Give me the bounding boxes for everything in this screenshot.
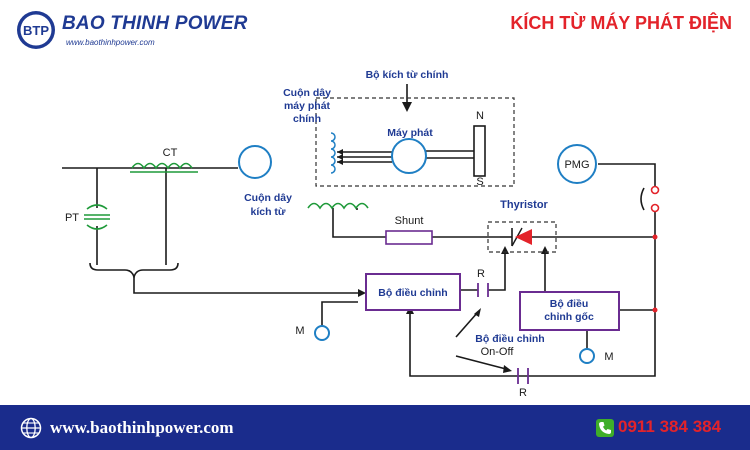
label-thyristor: Thyristor xyxy=(500,199,548,211)
page-title: KÍCH TỪ MÁY PHÁT ĐIỆN xyxy=(510,13,732,33)
label-onoff-2: On-Off xyxy=(481,346,515,358)
pt-coil-bottom xyxy=(86,224,108,230)
excitation-diagram: Bộ kích từ chính Cuộn dây máy phát chính… xyxy=(62,69,660,399)
sense-brace xyxy=(89,262,179,280)
label-m-right: M xyxy=(604,351,613,363)
ct-coil-path xyxy=(131,162,193,170)
label-shunt: Shunt xyxy=(395,215,424,227)
label-base-reg-1: Bộ điều xyxy=(550,298,589,310)
ct-coil xyxy=(130,162,198,173)
label-gen-coil-1: Cuộn dây xyxy=(283,87,331,99)
base-regulator-box xyxy=(519,291,620,331)
generator-shaft-lines xyxy=(337,150,474,163)
label-pmg: PMG xyxy=(564,159,589,171)
label-r-bottom: R xyxy=(519,387,527,399)
footer-phone[interactable]: 0911 384 384 xyxy=(618,417,722,436)
label-main-exciter: Bộ kích từ chính xyxy=(366,69,449,81)
label-field-coil-2: kích từ xyxy=(250,206,285,218)
diode-triangle xyxy=(515,229,532,245)
logo-url[interactable]: www.baothinhpower.com xyxy=(66,38,155,47)
logo-inner-circle xyxy=(20,14,52,46)
header: BTP BAO THINH POWER www.baothinhpower.co… xyxy=(0,0,750,62)
field-coil-left-wire xyxy=(332,208,386,238)
thyristor-symbol xyxy=(500,227,532,247)
phone-icon xyxy=(596,419,614,437)
wires xyxy=(62,163,656,377)
main-exciter-box xyxy=(315,97,515,187)
pmg-terminal-bottom xyxy=(650,203,660,213)
generator-stator-coil xyxy=(330,132,336,174)
junction-dots xyxy=(652,234,658,313)
onoff-arrow-head xyxy=(503,365,512,373)
switch-arm-top xyxy=(455,311,479,338)
label-n-pole: N xyxy=(476,110,484,122)
shaft-arrow-3 xyxy=(337,159,343,165)
stator-coil-path xyxy=(330,132,336,174)
switch-arrow-head xyxy=(474,308,481,317)
r-to-thyristor-wire xyxy=(488,252,506,291)
junction-diode xyxy=(652,234,658,240)
sense-to-regulator-wire xyxy=(133,277,358,294)
magnet-pole xyxy=(473,125,486,177)
base-thyristor-arrow-head xyxy=(541,246,549,254)
exciter-arrow-head xyxy=(402,102,412,112)
m-left-circle xyxy=(314,325,330,341)
shunt-resistor xyxy=(385,230,433,245)
generator-circle xyxy=(391,138,427,174)
pmg-top-wire xyxy=(598,163,656,186)
label-generator: Máy phát xyxy=(387,127,433,139)
onoff-arrow-shaft xyxy=(455,355,507,370)
logo-text: BAO THINH POWER xyxy=(62,13,248,34)
logo-badge: BTP xyxy=(23,23,49,38)
label-gen-coil-3: chính xyxy=(293,113,321,125)
m-left-wire xyxy=(321,301,358,327)
label-onoff-1: Bộ điều chỉnh xyxy=(475,333,544,345)
label-regulator: Bộ điều chỉnh xyxy=(378,287,447,299)
logo[interactable]: BTP xyxy=(14,10,214,50)
pmg-switch-bracket xyxy=(640,187,645,211)
label-field-coil-1: Cuộn dây xyxy=(244,192,292,204)
label-gen-coil-2: máy phát xyxy=(284,100,331,112)
globe-icon xyxy=(20,417,42,439)
sense-arrow-head xyxy=(358,289,366,297)
field-coil xyxy=(307,202,369,210)
footer: www.baothinhpower.com 0911 384 384 xyxy=(0,405,750,450)
regulator-box xyxy=(365,273,461,311)
bus-generator-circle xyxy=(238,145,272,179)
shaft-arrow-1 xyxy=(337,149,343,155)
label-m-left: M xyxy=(295,325,304,337)
label-r-top: R xyxy=(477,268,485,280)
shaft-arrow-2 xyxy=(337,154,343,160)
pt-coil-top xyxy=(86,204,108,210)
label-ct: CT xyxy=(163,147,178,159)
label-base-reg-2: chỉnh gốc xyxy=(544,311,594,323)
label-pt: PT xyxy=(65,212,79,224)
m-right-circle xyxy=(579,348,595,364)
label-s-pole: S xyxy=(476,176,483,188)
pmg-terminal-top xyxy=(650,185,660,195)
pmg-circle xyxy=(557,144,597,184)
r-thyristor-arrow-head xyxy=(501,246,509,254)
r-top-component xyxy=(477,283,489,297)
junction-base-reg xyxy=(652,307,658,313)
pt-transformer xyxy=(84,204,110,230)
bottom-return-wire xyxy=(409,312,656,377)
footer-website-link[interactable]: www.baothinhpower.com xyxy=(50,418,234,437)
r-bottom-component xyxy=(517,368,529,384)
